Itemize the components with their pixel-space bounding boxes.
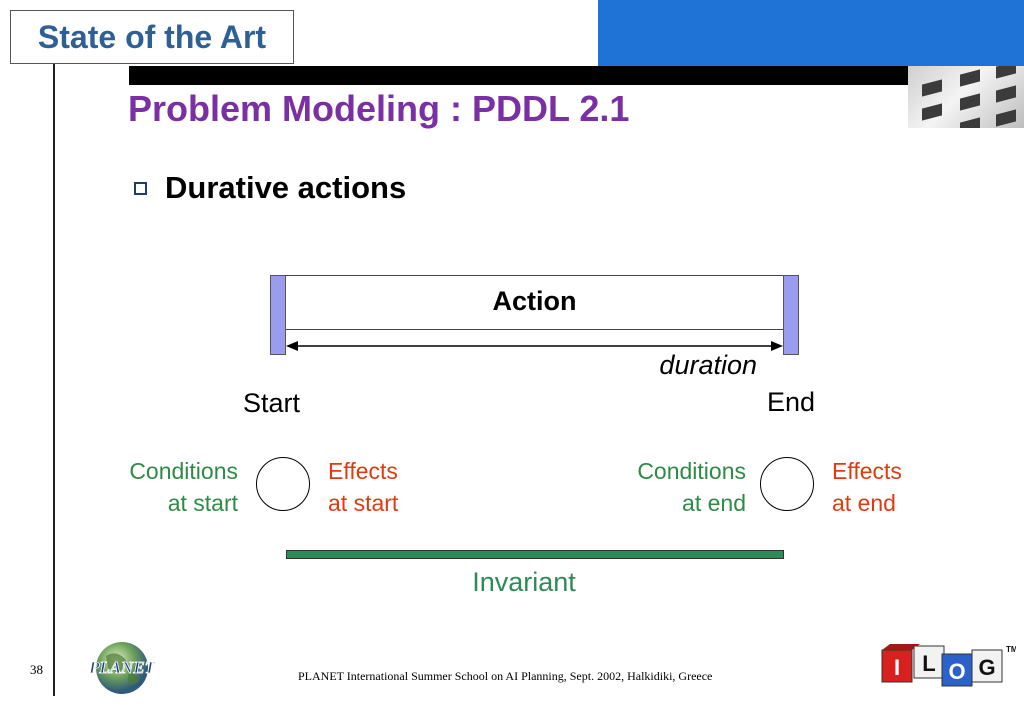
building-photo [908, 66, 1024, 128]
start-label: Start [243, 388, 301, 418]
conditions-at-end: Conditions at end [588, 455, 746, 519]
effects-at-start-line2: at start [328, 490, 399, 516]
bullet-text: Durative actions [165, 170, 407, 205]
end-bar [783, 275, 799, 355]
ilog-trademark: TM [1006, 645, 1016, 654]
conditions-at-end-line1: Conditions [637, 458, 746, 484]
effects-at-end: Effects at end [832, 455, 902, 519]
footer-text: PLANET International Summer School on AI… [298, 669, 713, 683]
effects-at-start-line1: Effects [328, 458, 398, 484]
start-bar [270, 275, 286, 355]
planet-logo: PLANET [88, 642, 156, 694]
conditions-at-start-line1: Conditions [129, 458, 238, 484]
ilog-letter-o: O [948, 659, 965, 684]
conditions-at-start-line2: at start [167, 490, 238, 516]
conditions-at-end-line2: at end [682, 490, 746, 516]
slide-title: Problem Modeling : PDDL 2.1 [128, 88, 630, 129]
invariant-label: Invariant [472, 567, 576, 597]
effects-at-end-line1: Effects [832, 458, 902, 484]
duration-label: duration [659, 350, 757, 380]
bullet-square-icon [134, 182, 147, 195]
conditions-at-start: Conditions at start [80, 455, 238, 519]
header-blue-block [598, 0, 1024, 66]
section-title: State of the Art [37, 18, 267, 55]
action-label: Action [492, 286, 577, 316]
duration-arrow [286, 341, 783, 351]
ilog-letter-l: L [922, 651, 935, 676]
start-circle [256, 457, 310, 511]
ilog-logo: I L O G TM [881, 644, 1016, 687]
page-number: 38 [30, 662, 43, 677]
invariant-bar [286, 550, 784, 559]
header-black-bar [129, 66, 971, 85]
effects-at-start: Effects at start [328, 455, 398, 519]
left-vertical-rule [53, 64, 55, 696]
end-circle [760, 457, 814, 511]
end-label: End [767, 387, 816, 417]
planet-logo-text: PLANET [88, 658, 156, 677]
ilog-letter-i: I [894, 655, 900, 680]
section-title-box: State of the Art [10, 10, 294, 64]
effects-at-end-line2: at end [832, 490, 896, 516]
ilog-letter-g: G [978, 655, 995, 680]
action-box [286, 275, 783, 330]
